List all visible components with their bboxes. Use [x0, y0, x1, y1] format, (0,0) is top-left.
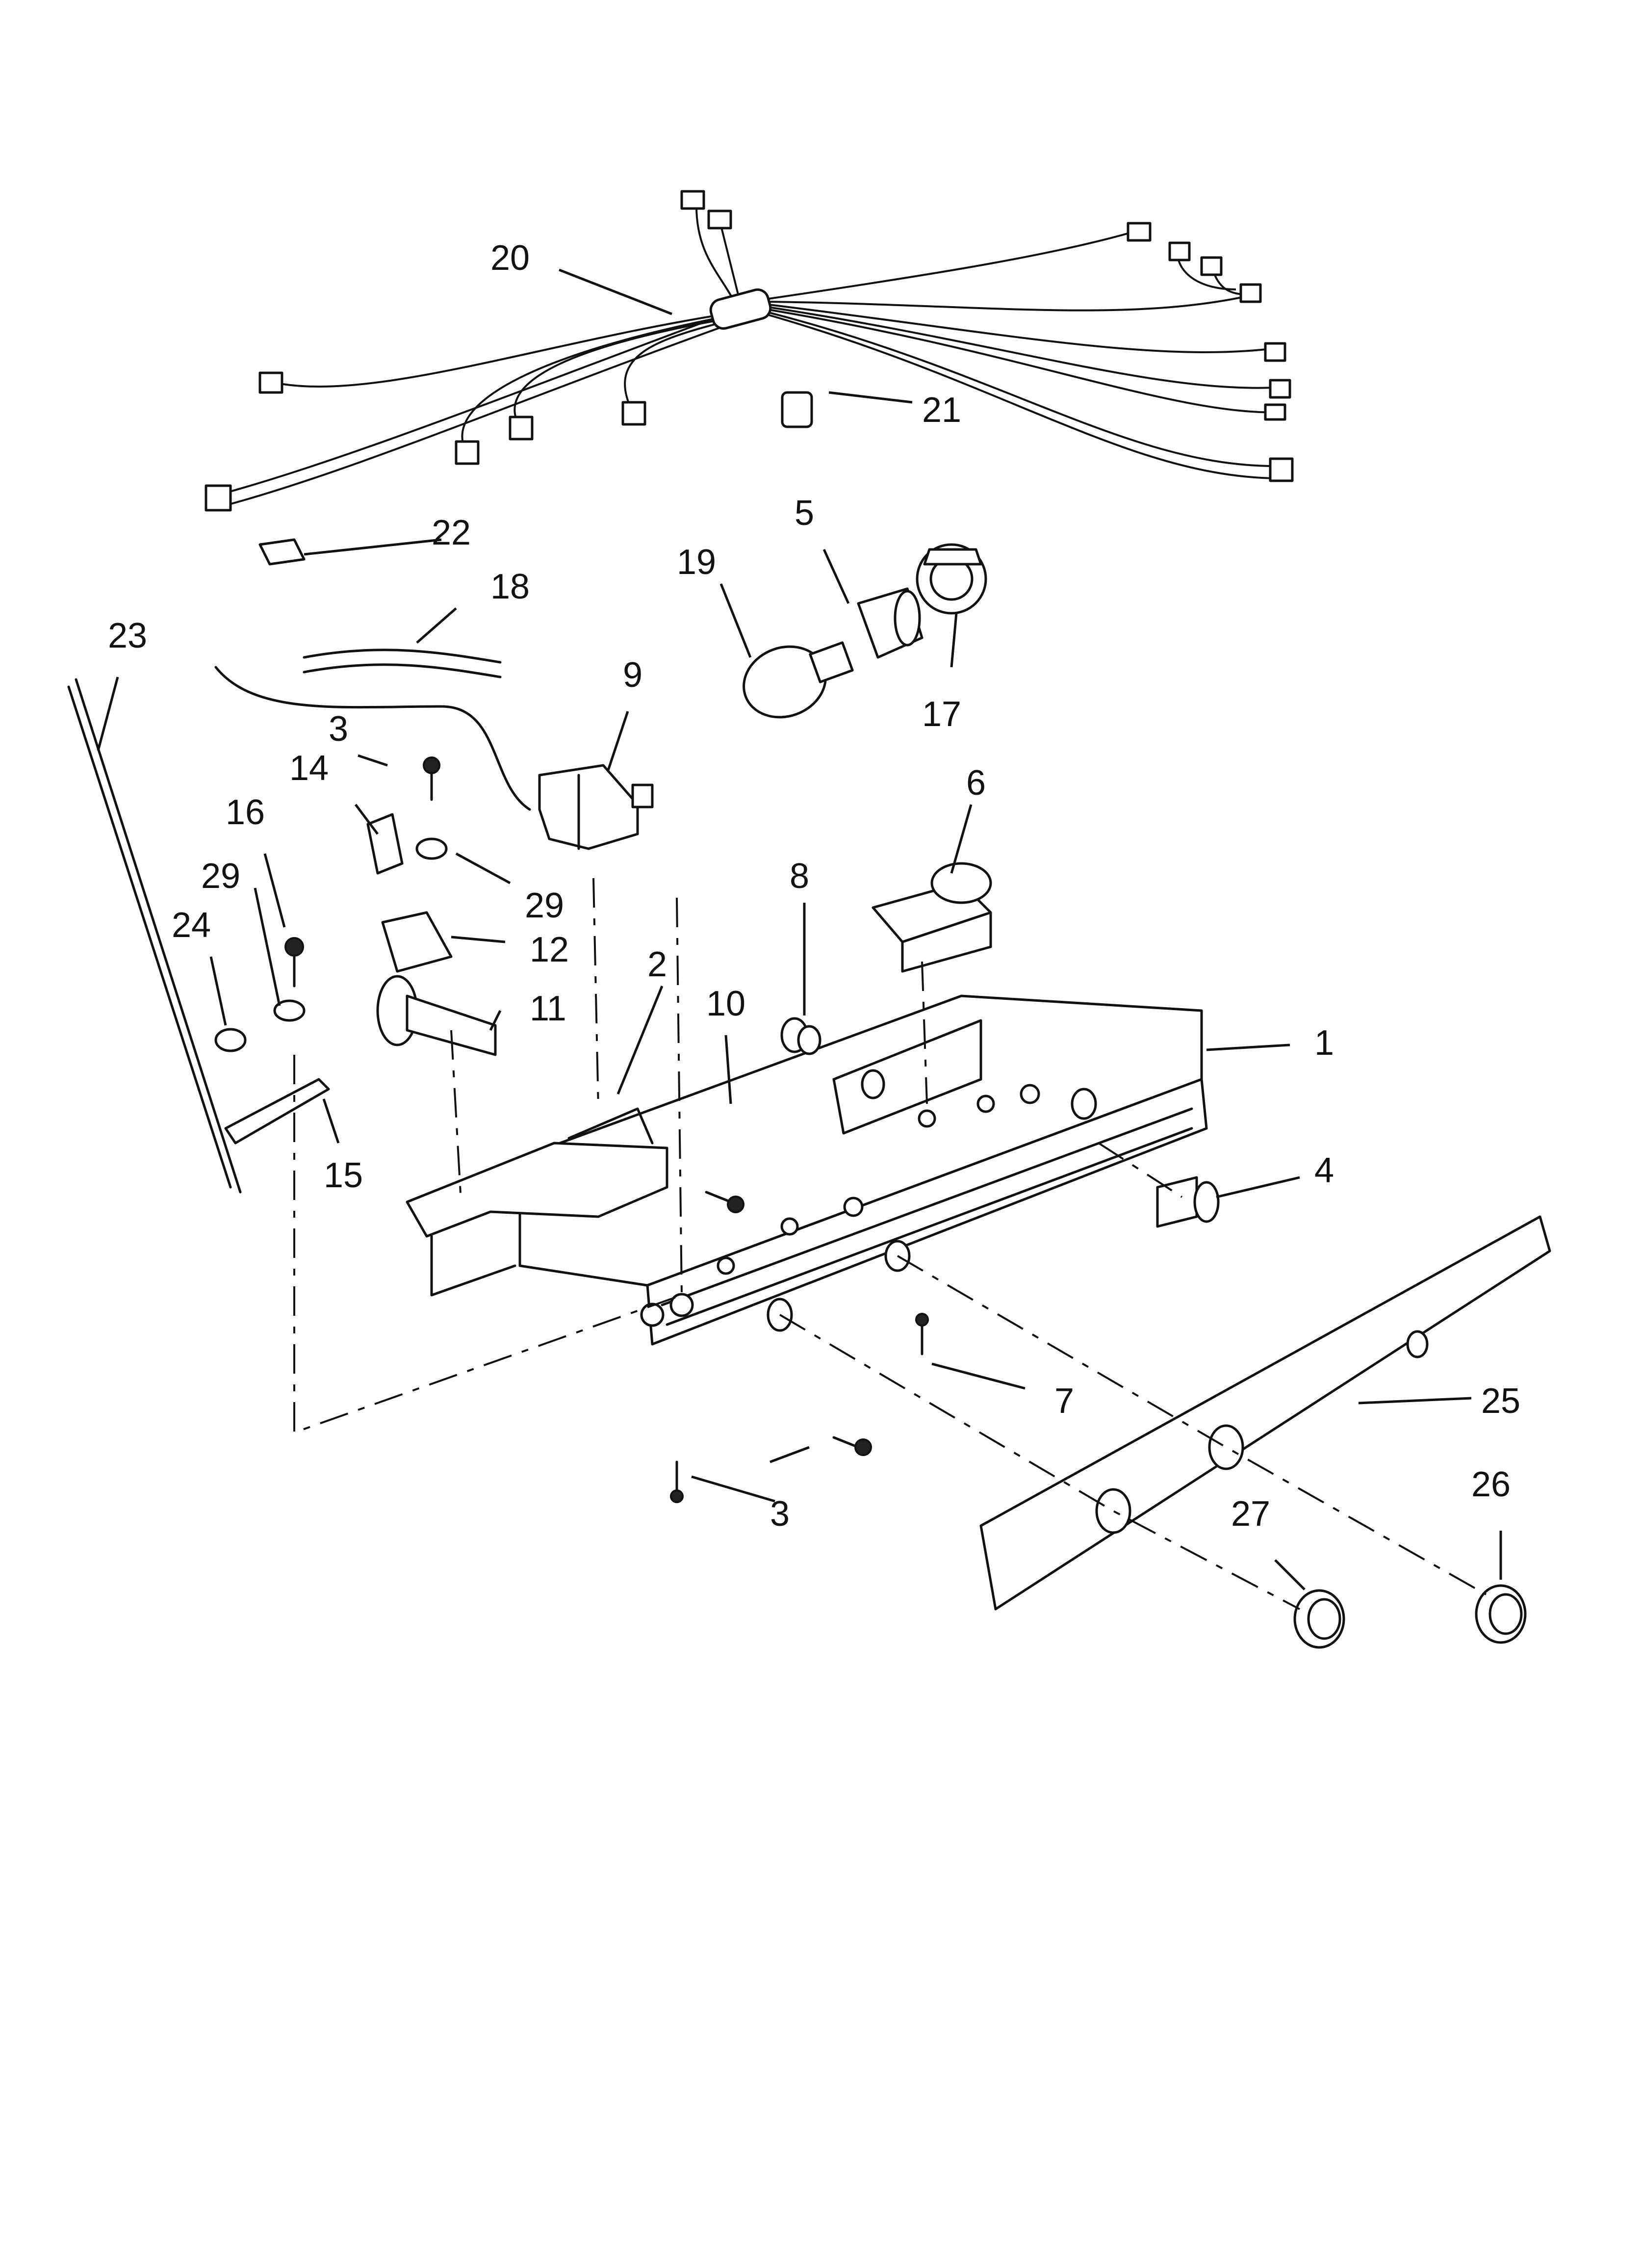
- knob-26: [1475, 1584, 1527, 1644]
- callout-5: 5: [795, 494, 814, 533]
- callout-14: 14: [289, 749, 329, 788]
- callout-19: 19: [677, 543, 716, 582]
- callout-20: 20: [490, 238, 530, 278]
- control-shaft: [376, 975, 497, 1056]
- mounting-plate: [366, 813, 404, 875]
- callout-8: 8: [790, 857, 809, 896]
- knob-27: [1293, 1589, 1345, 1649]
- callout-29a: 29: [201, 857, 240, 896]
- grommet: [780, 1017, 821, 1055]
- callout-24: 24: [172, 906, 211, 945]
- screw-7: [915, 1313, 929, 1356]
- callout-15: 15: [324, 1156, 363, 1195]
- callout-10: 10: [706, 984, 745, 1023]
- callout-6: 6: [966, 763, 986, 803]
- control-housing: [518, 994, 1208, 1346]
- damper-rod: [67, 685, 232, 1189]
- tube-sleeve: [303, 649, 502, 664]
- callout-1: 1: [1314, 1023, 1334, 1063]
- leader-lines: [97, 268, 1502, 1590]
- socket-housing: [916, 543, 987, 615]
- callout-16: 16: [226, 793, 265, 832]
- light-switch: [1156, 1176, 1220, 1228]
- callout-9: 9: [623, 655, 642, 695]
- control-panel-strip: [979, 1215, 1551, 1611]
- screw-16: [284, 937, 304, 988]
- screw-3-top: [423, 756, 440, 801]
- callout-11: 11: [530, 989, 566, 1028]
- callout-21: 21: [922, 391, 961, 430]
- callout-17: 17: [922, 695, 961, 734]
- washer-24: [214, 1028, 247, 1052]
- screw-3-bottom-a: [832, 1436, 872, 1456]
- washer-29a: [415, 837, 448, 860]
- wire-harness: [205, 190, 1294, 512]
- alignment-lines: [293, 878, 1487, 1610]
- callout-22: 22: [432, 513, 471, 552]
- light-bulb: [743, 641, 854, 719]
- callout-27: 27: [1231, 1494, 1270, 1534]
- screw-3-bottom-b: [670, 1460, 684, 1503]
- temperature-control: [538, 764, 654, 850]
- callout-29b: 29: [525, 886, 564, 925]
- callout-25: 25: [1481, 1382, 1520, 1421]
- callout-4: 4: [1314, 1151, 1334, 1190]
- control-bracket: [406, 1142, 668, 1238]
- callout-3a: 3: [329, 709, 348, 749]
- callout-12: 12: [530, 930, 569, 969]
- callout-23: 23: [108, 616, 147, 655]
- callout-labels: 1 2 3 3 4 5 6 7 8 9 10 11 12 14 15 16 17…: [108, 238, 1520, 1534]
- screw-10: [705, 1191, 744, 1213]
- harness-clip: [258, 538, 306, 566]
- wire-clip: [781, 391, 813, 428]
- shaft-clip: [381, 911, 453, 973]
- defrost-timer: [872, 862, 992, 973]
- callout-7: 7: [1054, 1382, 1074, 1421]
- callout-3b: 3: [770, 1494, 790, 1534]
- damper-lever: [224, 1078, 330, 1145]
- callout-26: 26: [1471, 1465, 1511, 1504]
- washer-29b: [273, 999, 306, 1022]
- sensing-tube: [214, 666, 531, 811]
- callout-18: 18: [490, 567, 530, 606]
- lamp-socket: [857, 587, 924, 659]
- callout-2: 2: [647, 945, 667, 984]
